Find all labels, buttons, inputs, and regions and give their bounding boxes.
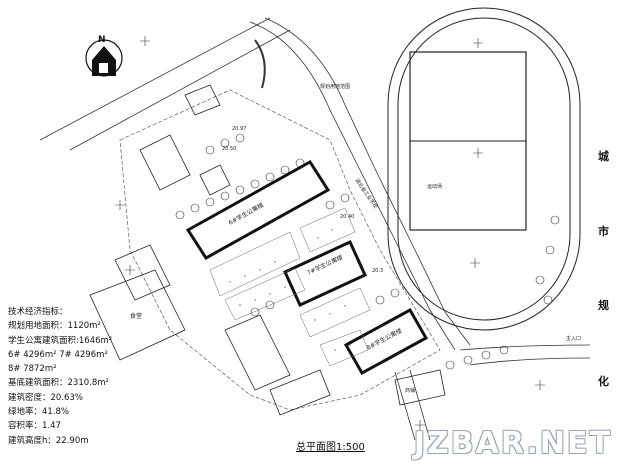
running-track bbox=[387, 7, 581, 331]
block-6-7-area: 6# 4296m² 7# 4296m² bbox=[8, 349, 108, 360]
block-7 bbox=[283, 240, 367, 307]
block-8 bbox=[343, 307, 429, 376]
courtyard-hatching bbox=[209, 207, 371, 367]
level-2: 20.40 bbox=[340, 214, 354, 220]
building-density: 建筑密度：20.63% bbox=[8, 392, 83, 403]
technical-notes: 技术经济指标： 规划用地面积：1120m² 学生公寓建筑面积:1646m² 6#… bbox=[8, 305, 158, 448]
other-buildings bbox=[89, 84, 446, 416]
floor-area-ratio: 容积率：1.47 bbox=[8, 421, 61, 432]
notes-heading: 技术经济指标： bbox=[8, 307, 68, 317]
level-4: 20.3 bbox=[372, 268, 383, 274]
level-3: 20.50 bbox=[222, 146, 236, 152]
north-arrow-icon bbox=[85, 39, 123, 77]
drawing-title: 总平面图1:500 bbox=[296, 442, 365, 453]
green-ratio: 绿地率：41.8% bbox=[8, 407, 70, 418]
street-char-2: 市 bbox=[598, 225, 609, 238]
apartment-blocks bbox=[185, 160, 429, 376]
survey-markers bbox=[115, 36, 545, 430]
shop-label: 商铺 bbox=[405, 387, 415, 394]
hatch-dots bbox=[229, 229, 351, 351]
site-area: 规划用地面积：1120m² bbox=[8, 321, 101, 332]
entrance-label: 主入口 bbox=[566, 335, 581, 342]
roads bbox=[39, 17, 591, 441]
street-char-1: 城 bbox=[598, 150, 609, 163]
level-1: 20.97 bbox=[232, 126, 246, 132]
site-boundary bbox=[119, 89, 441, 411]
watermark: JZBAR.NET bbox=[413, 426, 612, 461]
footprint-area: 基底建筑面积：2310.8m² bbox=[8, 378, 109, 389]
north-label: N bbox=[98, 35, 106, 45]
street-char-4: 化 bbox=[598, 375, 609, 388]
boundary-label: 规划用地范围 bbox=[320, 83, 350, 90]
trees bbox=[175, 133, 560, 370]
sports-field-label: 运动场 bbox=[427, 183, 442, 190]
block-7-label: 7#学生公寓楼 bbox=[305, 253, 344, 277]
apartment-area: 学生公寓建筑面积:1646m² bbox=[8, 335, 113, 346]
canteen-label: 食堂 bbox=[130, 312, 142, 320]
block-8-area: 8# 7872m² bbox=[8, 364, 57, 375]
block-6 bbox=[185, 160, 331, 260]
street-char-3: 规 bbox=[598, 299, 609, 312]
building-height: 建筑高度h：22.90m bbox=[8, 435, 89, 446]
